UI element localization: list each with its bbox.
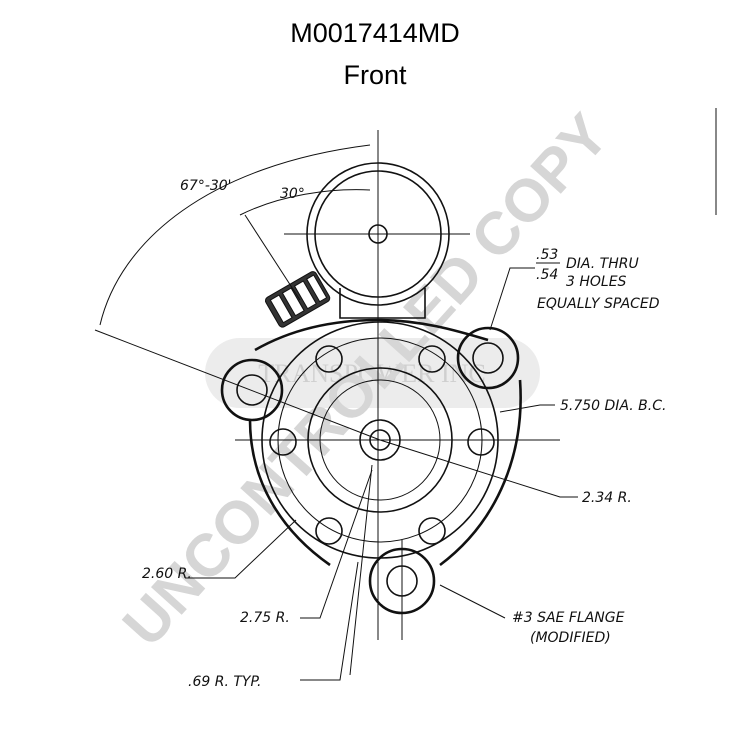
terminal-stud	[264, 271, 331, 328]
hole-dia-top-label: .53	[536, 247, 558, 263]
flange-line2-label: (MODIFIED)	[530, 630, 611, 646]
radius-069-label: .69 R. TYP.	[188, 674, 261, 690]
hole-spacing-text: EQUALLY SPACED	[537, 296, 660, 312]
angle-inner-label: 30°	[280, 186, 305, 202]
hole-dia-text: DIA. THRU	[566, 256, 639, 272]
radius-260-label: 2.60 R.	[142, 566, 192, 582]
radius-275-label: 2.75 R.	[240, 610, 290, 626]
angle-dimensions: 67°-30' 30°	[94, 144, 381, 441]
bolt-circle-label: 5.750 DIA. B.C.	[560, 398, 666, 414]
angle-outer-label: 67°-30'	[180, 178, 232, 194]
flange-line1-label: #3 SAE FLANGE	[512, 610, 625, 626]
hole-count-text: 3 HOLES	[566, 274, 627, 290]
leader-lines	[185, 267, 578, 681]
dimension-labels: .53 .54 DIA. THRU 3 HOLES EQUALLY SPACED…	[142, 247, 666, 690]
centerlines	[235, 135, 560, 640]
view-title: Front	[343, 60, 407, 90]
radius-234-label: 2.34 R.	[582, 490, 632, 506]
hole-dia-bottom-label: .54	[536, 267, 558, 283]
part-number-title: M0017414MD	[290, 18, 460, 48]
bolt-circle-holes	[269, 345, 495, 545]
watermark-badge	[205, 338, 540, 408]
